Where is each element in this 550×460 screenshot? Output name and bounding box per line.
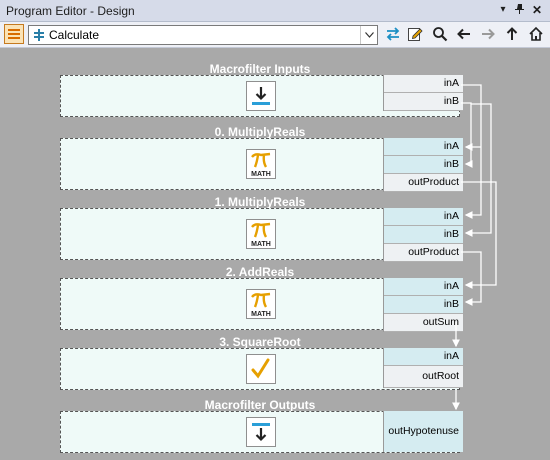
- back-arrow-icon: [457, 28, 470, 40]
- up-button[interactable]: [502, 24, 522, 44]
- port-outProduct[interactable]: outProduct: [384, 244, 463, 262]
- wire-mult1-to-add-inB: [461, 251, 482, 306]
- close-icon[interactable]: ✕: [531, 3, 543, 17]
- ports: inA inB: [383, 75, 463, 111]
- up-arrow-icon: [506, 27, 518, 40]
- forward-button[interactable]: [478, 24, 498, 44]
- port-inB[interactable]: inB: [384, 226, 463, 244]
- square-root-icon: [246, 354, 276, 384]
- port-inB[interactable]: inB: [384, 156, 463, 174]
- block-add-reals[interactable]: MATH inA inB outSum: [60, 278, 463, 332]
- output-arrow-icon: [246, 417, 276, 447]
- block-title: 0. MultiplyReals: [214, 125, 306, 139]
- edit-icon: [408, 28, 423, 41]
- port-outHypotenuse[interactable]: outHypotenuse: [384, 411, 463, 452]
- block-macrofilter-inputs[interactable]: inA inB: [60, 75, 463, 117]
- ports: inA inB outSum: [383, 278, 463, 332]
- math-pi-icon: MATH: [246, 219, 276, 249]
- ports: inA inB outProduct: [383, 208, 463, 262]
- input-arrow-icon: [246, 81, 276, 111]
- back-button[interactable]: [454, 24, 474, 44]
- wire-inA-to-mult1-inA: [461, 84, 482, 219]
- ports: outHypotenuse: [383, 411, 463, 452]
- list-icon: [8, 29, 20, 39]
- wire-inB-to-mult1-inB: [464, 103, 492, 237]
- ports: inA inB outProduct: [383, 138, 463, 192]
- port-inA[interactable]: inA: [384, 278, 463, 296]
- block-title: 1. MultiplyReals: [214, 195, 306, 209]
- port-outRoot[interactable]: outRoot: [384, 366, 463, 388]
- svg-text:MATH: MATH: [251, 241, 271, 248]
- port-inB[interactable]: inB: [384, 296, 463, 314]
- program-icon: [34, 29, 44, 41]
- math-pi-icon: MATH: [246, 289, 276, 319]
- block-multiply-reals-1[interactable]: MATH inA inB outProduct: [60, 208, 463, 262]
- swap-icon: [386, 27, 400, 41]
- search-button[interactable]: [430, 24, 450, 44]
- window-title: Program Editor - Design: [6, 4, 135, 18]
- pin-icon[interactable]: [513, 3, 527, 17]
- search-icon: [433, 27, 448, 42]
- svg-text:MATH: MATH: [251, 311, 271, 318]
- connection-wires: [452, 84, 497, 411]
- window-titlebar: Program Editor - Design ▾ ✕: [0, 0, 550, 22]
- ports: inA outRoot: [383, 348, 463, 388]
- design-canvas[interactable]: Macrofilter Inputs inA inB 0. MultiplyRe…: [0, 48, 550, 460]
- toolbar: Calculate: [0, 22, 550, 48]
- edit-button[interactable]: [405, 24, 425, 44]
- port-inA[interactable]: inA: [384, 138, 463, 156]
- home-button[interactable]: [526, 24, 546, 44]
- port-inB[interactable]: inB: [384, 93, 463, 111]
- port-inA[interactable]: inA: [384, 75, 463, 93]
- block-title: Macrofilter Inputs: [209, 62, 311, 76]
- swap-button[interactable]: [383, 24, 403, 44]
- dropdown-arrow-icon[interactable]: ▾: [500, 4, 506, 15]
- port-outSum[interactable]: outSum: [384, 314, 463, 332]
- svg-text:MATH: MATH: [251, 171, 271, 178]
- chevron-down-icon[interactable]: [360, 26, 377, 44]
- home-icon: [529, 26, 543, 41]
- program-selector[interactable]: Calculate: [28, 25, 378, 45]
- program-list-button[interactable]: [4, 24, 24, 44]
- program-selector-value: Calculate: [49, 28, 100, 42]
- block-macrofilter-outputs[interactable]: outHypotenuse: [60, 411, 463, 453]
- block-title: Macrofilter Outputs: [204, 398, 316, 412]
- block-title: 3. SquareRoot: [219, 335, 301, 349]
- block-multiply-reals-0[interactable]: MATH inA inB outProduct: [60, 138, 463, 192]
- forward-arrow-icon: [482, 28, 495, 40]
- port-inA[interactable]: inA: [384, 348, 463, 366]
- port-outProduct[interactable]: outProduct: [384, 174, 463, 192]
- port-inA[interactable]: inA: [384, 208, 463, 226]
- block-title: 2. AddReals: [225, 265, 295, 279]
- math-pi-icon: MATH: [246, 149, 276, 179]
- block-square-root[interactable]: inA outRoot: [60, 348, 463, 390]
- wire-inB-to-mult0-inB: [461, 102, 473, 168]
